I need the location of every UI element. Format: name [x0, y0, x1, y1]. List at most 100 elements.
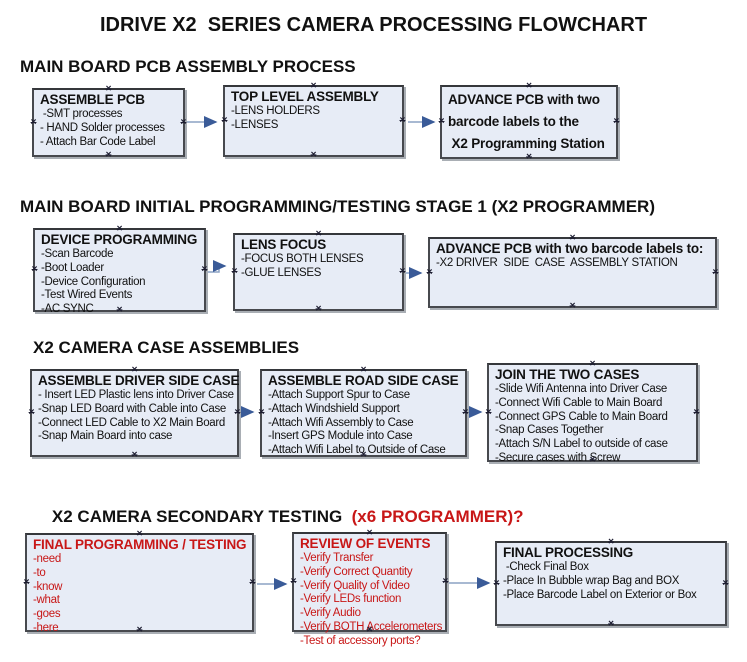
- anchor-x-icon: ×: [712, 266, 719, 278]
- anchor-x-icon: ×: [231, 266, 238, 277]
- box-item: -Snap Cases Together: [495, 424, 604, 437]
- box-title: JOIN THE TWO CASES: [495, 367, 640, 382]
- box-item: -what: [33, 594, 60, 607]
- box-title: FINAL PROGRAMMING / TESTING: [33, 537, 247, 552]
- box-item: -Attach Support Spur to Case: [268, 389, 410, 401]
- section-heading-secondary-testing-red: (x6 PROGRAMMER)?: [342, 507, 524, 526]
- box-item: -Verify Transfer: [300, 552, 374, 564]
- anchor-x-icon: ×: [310, 149, 317, 161]
- box-item: -Connect Wifi Cable to Main Board: [495, 396, 663, 409]
- box-advance-to-programming-station: ADVANCE PCB with two barcode labels to t…: [438, 81, 620, 162]
- anchor-x-icon: ×: [249, 576, 256, 588]
- box-assemble-pcb: ASSEMBLE PCB -SMT processes - HAND Solde…: [30, 84, 187, 160]
- anchor-x-icon: ×: [234, 407, 241, 418]
- box-final-processing: FINAL PROCESSING -Check Final Box -Place…: [493, 537, 729, 630]
- box-item: -FOCUS BOTH LENSES: [241, 253, 364, 265]
- anchor-x-icon: ×: [258, 407, 265, 418]
- anchor-x-icon: ×: [399, 115, 406, 126]
- anchor-x-icon: ×: [31, 264, 38, 275]
- anchor-x-icon: ×: [30, 116, 37, 128]
- box-item: barcode labels to the: [448, 114, 579, 129]
- box-title: LENS FOCUS: [241, 237, 327, 252]
- box-item: -to: [33, 566, 46, 579]
- box-lens-focus: LENS FOCUS -FOCUS BOTH LENSES -GLUE LENS…: [231, 229, 406, 315]
- box-item: -Place In Bubble wrap Bag and BOX: [503, 574, 680, 587]
- box-item: -know: [33, 580, 63, 593]
- box-item: -Verify Quality of Video: [300, 579, 410, 592]
- box-item: -LENSES: [231, 118, 279, 131]
- box-review-of-events: REVIEW OF EVENTS -Verify Transfer -Verif…: [290, 528, 449, 647]
- page-title: IDRIVE X2 SERIES CAMERA PROCESSING FLOWC…: [99, 14, 648, 36]
- box-item: -Insert GPS Module into Case: [268, 430, 413, 443]
- box-item: -Verify Correct Quantity: [300, 565, 413, 578]
- box-join-the-two-cases: JOIN THE TWO CASES -Slide Wifi Antenna i…: [485, 359, 700, 465]
- anchor-x-icon: ×: [221, 115, 228, 126]
- anchor-x-icon: ×: [290, 576, 297, 587]
- box-item: -need: [33, 553, 61, 565]
- box-item: -Connect GPS Cable to Main Board: [495, 410, 668, 423]
- box-item: ADVANCE PCB with two: [448, 92, 600, 107]
- box-title: DEVICE PROGRAMMING: [41, 232, 198, 247]
- box-item: -LENS HOLDERS: [231, 105, 320, 117]
- box-item: -here: [33, 621, 59, 634]
- box-item: -Secure cases with Screw: [495, 451, 621, 464]
- box-item: -GLUE LENSES: [241, 266, 322, 279]
- anchor-x-icon: ×: [493, 577, 500, 589]
- anchor-x-icon: ×: [569, 300, 576, 312]
- box-item: -Verify Audio: [300, 607, 361, 620]
- anchor-x-icon: ×: [438, 116, 445, 127]
- section-heading-case-assemblies: X2 CAMERA CASE ASSEMBLIES: [33, 338, 300, 357]
- box-item: -Test of accessory ports?: [300, 634, 421, 647]
- box-title: FINAL PROCESSING: [503, 545, 634, 560]
- box-item: -Test Wired Events: [41, 289, 133, 302]
- box-item: - Attach Bar Code Label: [40, 135, 156, 148]
- box-item: -Slide Wifi Antenna into Driver Case: [495, 383, 667, 395]
- box-item: -SMT processes: [40, 108, 123, 120]
- box-item: -Place Barcode Label on Exterior or Box: [503, 588, 697, 601]
- box-top-level-assembly: TOP LEVEL ASSEMBLY -LENS HOLDERS -LENSES…: [221, 81, 406, 161]
- anchor-x-icon: ×: [693, 406, 700, 418]
- anchor-x-icon: ×: [426, 266, 433, 278]
- arrow-deviceprog-to-lensfocus: [207, 260, 227, 273]
- box-title: ASSEMBLE PCB: [40, 92, 145, 107]
- box-item: -Verify LEDs function: [300, 593, 402, 606]
- anchor-x-icon: ×: [722, 577, 729, 589]
- box-item: -Snap LED Board with Cable into Case: [38, 402, 227, 415]
- box-advance-to-case-assembly: ADVANCE PCB with two barcode labels to: …: [426, 233, 719, 312]
- anchor-x-icon: ×: [613, 116, 620, 127]
- box-item: -Attach Windshield Support: [268, 402, 400, 415]
- anchor-x-icon: ×: [131, 449, 138, 461]
- anchor-x-icon: ×: [608, 618, 614, 630]
- box-item: -Device Configuration: [41, 275, 146, 288]
- section-heading-secondary-testing-black: X2 CAMERA SECONDARY TESTING: [51, 507, 343, 526]
- anchor-x-icon: ×: [180, 116, 187, 128]
- section-heading-initial-programming: MAIN BOARD INITIAL PROGRAMMING/TESTING S…: [20, 197, 655, 216]
- box-item: -Check Final Box: [503, 561, 589, 573]
- anchor-x-icon: ×: [442, 576, 449, 587]
- box-item: - HAND Solder processes: [40, 121, 165, 134]
- anchor-x-icon: ×: [23, 576, 30, 588]
- box-final-programming-testing: FINAL PROGRAMMING / TESTING -need -to -k…: [23, 529, 256, 635]
- box-title: TOP LEVEL ASSEMBLY: [231, 89, 379, 104]
- box-title: REVIEW OF EVENTS: [300, 536, 431, 551]
- box-item: - Insert LED Plastic lens into Driver Ca…: [38, 389, 234, 401]
- box-item: -Verify BOTH Accelerometers: [300, 620, 443, 633]
- box-item: -Connect LED Cable to X2 Main Board: [38, 416, 226, 429]
- anchor-x-icon: ×: [201, 264, 208, 275]
- anchor-x-icon: ×: [399, 266, 406, 277]
- box-assemble-driver-side-case: ASSEMBLE DRIVER SIDE CASE - Insert LED P…: [28, 365, 241, 461]
- box-item: -Attach Wifi Label to Outside of Case: [268, 444, 446, 457]
- anchor-x-icon: ×: [28, 407, 35, 418]
- section-heading-secondary-testing: X2 CAMERA SECONDARY TESTING (x6 PROGRAMM…: [33, 487, 524, 547]
- box-item: -Boot Loader: [41, 261, 104, 274]
- anchor-x-icon: ×: [485, 406, 492, 418]
- anchor-x-icon: ×: [315, 303, 322, 315]
- box-assemble-road-side-case: ASSEMBLE ROAD SIDE CASE -Attach Support …: [258, 365, 469, 460]
- box-title: ADVANCE PCB with two barcode labels to:: [436, 241, 704, 256]
- box-item: -goes: [33, 608, 61, 621]
- box-title: ASSEMBLE ROAD SIDE CASE: [268, 373, 459, 388]
- anchor-x-icon: ×: [462, 407, 469, 418]
- box-item: -X2 DRIVER SIDE CASE ASSEMBLY STATION: [436, 257, 678, 269]
- box-item: X2 Programming Station: [448, 136, 605, 151]
